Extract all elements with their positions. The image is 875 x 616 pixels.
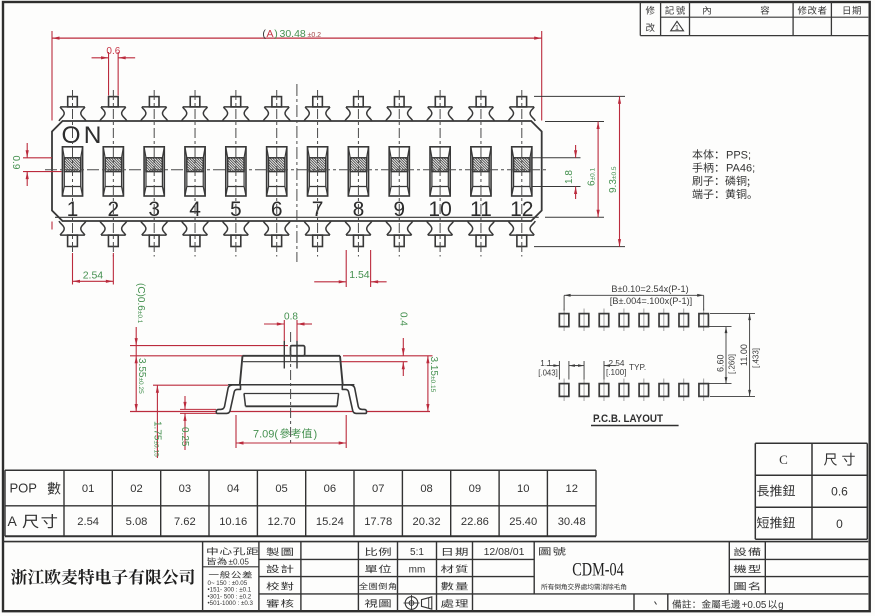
svg-text:0.8: 0.8 bbox=[284, 312, 298, 323]
svg-text:+0.05: +0.05 bbox=[742, 600, 767, 611]
svg-text:10: 10 bbox=[517, 483, 529, 495]
svg-text:2.54: 2.54 bbox=[77, 516, 99, 528]
svg-text:mm: mm bbox=[409, 564, 426, 575]
svg-text:CDM-04: CDM-04 bbox=[572, 560, 624, 580]
svg-text:07: 07 bbox=[372, 483, 384, 495]
svg-text:1.8: 1.8 bbox=[564, 170, 575, 184]
svg-text:C: C bbox=[779, 452, 788, 467]
svg-text:0.9: 0.9 bbox=[10, 156, 21, 170]
svg-text:20.32: 20.32 bbox=[413, 516, 441, 528]
svg-text:[B±.004=.100x(P-1)]: [B±.004=.100x(P-1)] bbox=[610, 296, 692, 306]
svg-text:30.48: 30.48 bbox=[558, 516, 586, 528]
svg-text:[.100]: [.100] bbox=[606, 368, 627, 377]
svg-text:PA46;: PA46; bbox=[726, 163, 755, 175]
svg-text:12.70: 12.70 bbox=[268, 516, 296, 528]
svg-text:22.86: 22.86 bbox=[461, 516, 489, 528]
svg-text:6.60: 6.60 bbox=[715, 354, 725, 372]
svg-text:ON: ON bbox=[62, 122, 105, 149]
svg-text:17.78: 17.78 bbox=[364, 516, 392, 528]
svg-text:5:1: 5:1 bbox=[410, 547, 424, 558]
svg-text:0.4: 0.4 bbox=[397, 312, 408, 326]
svg-text:): ) bbox=[274, 28, 278, 40]
svg-text:12/08/01: 12/08/01 bbox=[484, 546, 525, 558]
svg-text:3.15±0.15: 3.15±0.15 bbox=[428, 357, 439, 393]
svg-text:[.260]: [.260] bbox=[728, 354, 737, 374]
svg-text:1: 1 bbox=[675, 23, 679, 32]
svg-text:1.1: 1.1 bbox=[540, 359, 552, 368]
svg-text:03: 03 bbox=[179, 483, 191, 495]
svg-text:0.6: 0.6 bbox=[831, 485, 848, 499]
svg-text:A: A bbox=[8, 513, 18, 529]
svg-text:(C)0.6±0.1: (C)0.6±0.1 bbox=[135, 283, 146, 324]
svg-text:1.75±0.15: 1.75±0.15 bbox=[151, 421, 162, 457]
svg-text:•301- 500 : ±0.2: •301- 500 : ±0.2 bbox=[208, 593, 252, 600]
svg-text:02: 02 bbox=[130, 483, 142, 495]
svg-text:30.48: 30.48 bbox=[280, 28, 306, 40]
svg-text:TYP.: TYP. bbox=[629, 363, 646, 372]
svg-text:9.3±0.5: 9.3±0.5 bbox=[608, 166, 619, 193]
svg-text:2.54: 2.54 bbox=[83, 270, 104, 282]
svg-text:[.043]: [.043] bbox=[538, 369, 558, 378]
svg-text:0~ 150 : ±0.05: 0~ 150 : ±0.05 bbox=[208, 580, 248, 587]
svg-text:3.55±0.25: 3.55±0.25 bbox=[136, 358, 147, 394]
svg-text:PPS;: PPS; bbox=[726, 150, 751, 162]
svg-text:12: 12 bbox=[565, 483, 577, 495]
svg-text:): ) bbox=[314, 429, 318, 441]
svg-text:±0.05: ±0.05 bbox=[229, 557, 250, 566]
svg-text:6±0.1: 6±0.1 bbox=[587, 167, 598, 186]
svg-text:10.16: 10.16 bbox=[219, 516, 247, 528]
svg-text:09: 09 bbox=[469, 483, 481, 495]
svg-text:B±0.10=2.54x(P-1): B±0.10=2.54x(P-1) bbox=[611, 284, 688, 294]
svg-text:04: 04 bbox=[227, 483, 239, 495]
svg-text:5.08: 5.08 bbox=[126, 516, 148, 528]
svg-text:±0.2: ±0.2 bbox=[308, 32, 322, 39]
svg-text:A: A bbox=[267, 28, 274, 40]
svg-text:06: 06 bbox=[324, 483, 336, 495]
svg-text:•501-1000 : ±0.3: •501-1000 : ±0.3 bbox=[208, 600, 254, 607]
svg-text:P.C.B. LAYOUT: P.C.B. LAYOUT bbox=[593, 413, 663, 425]
svg-text:g: g bbox=[778, 600, 783, 611]
svg-text:15.24: 15.24 bbox=[316, 516, 344, 528]
svg-text:•151- 300 : ±0.1: •151- 300 : ±0.1 bbox=[208, 587, 252, 594]
svg-text:2.54: 2.54 bbox=[609, 359, 625, 368]
svg-text:0.6: 0.6 bbox=[106, 46, 120, 57]
svg-text:1.54: 1.54 bbox=[349, 269, 370, 281]
svg-text:08: 08 bbox=[420, 483, 432, 495]
svg-text:7.62: 7.62 bbox=[174, 516, 196, 528]
svg-text:POP: POP bbox=[10, 480, 37, 495]
svg-text:01: 01 bbox=[82, 483, 94, 495]
svg-text:0.25: 0.25 bbox=[179, 427, 190, 447]
svg-text:7.09(: 7.09( bbox=[253, 429, 278, 441]
svg-text:0: 0 bbox=[836, 517, 843, 531]
svg-text:25.40: 25.40 bbox=[509, 516, 537, 528]
svg-text:05: 05 bbox=[275, 483, 287, 495]
svg-text:11.00: 11.00 bbox=[739, 344, 749, 366]
svg-text:[.433]: [.433] bbox=[752, 348, 761, 368]
svg-text:(: ( bbox=[262, 28, 266, 40]
